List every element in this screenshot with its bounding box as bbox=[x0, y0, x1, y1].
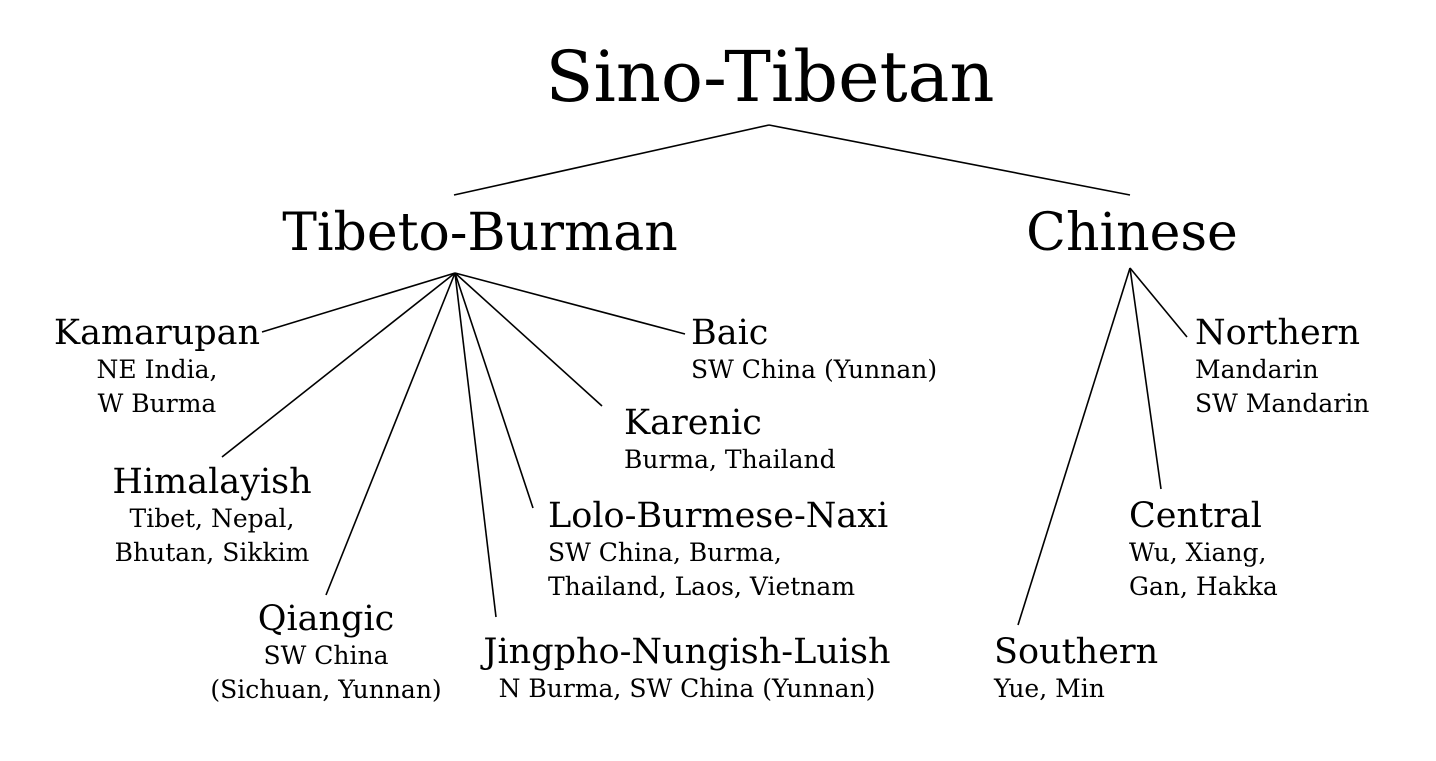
edge-tibetoburman-kamarupan bbox=[261, 272, 456, 333]
leaf-name: Himalayish bbox=[112, 462, 312, 502]
branch-label: Tibeto-Burman bbox=[282, 203, 678, 263]
edge-tibetoburman-karenic bbox=[454, 272, 603, 407]
leaf-region-line: Mandarin bbox=[1195, 355, 1319, 384]
edge-tibetoburman-lolo bbox=[454, 272, 534, 509]
edge-chinese-central bbox=[1129, 267, 1162, 490]
edge-sinotibetan-tibetoburman bbox=[453, 124, 770, 196]
leaf-name: Lolo-Burmese-Naxi bbox=[548, 496, 889, 536]
leaf-southern: Southern Yue, Min bbox=[994, 632, 1254, 706]
edge-chinese-southern bbox=[1017, 267, 1131, 626]
leaf-region-line: Tibet, Nepal, bbox=[129, 504, 295, 533]
root-node: Sino-Tibetan bbox=[520, 42, 1020, 112]
leaf-region-line: Wu, Xiang, bbox=[1129, 538, 1267, 567]
leaf-region-line: Bhutan, Sikkim bbox=[114, 538, 310, 567]
leaf-name: Jingpho-Nungish-Luish bbox=[483, 632, 891, 672]
edge-tibetoburman-himalayish bbox=[221, 272, 456, 458]
leaf-region-line: Yue, Min bbox=[994, 674, 1105, 703]
edge-chinese-northern bbox=[1129, 267, 1188, 338]
leaf-region-line: Thailand, Laos, Vietnam bbox=[548, 572, 856, 601]
leaf-northern: Northern Mandarin SW Mandarin bbox=[1195, 313, 1425, 421]
root-label: Sino-Tibetan bbox=[545, 36, 995, 118]
leaf-karenic: Karenic Burma, Thailand bbox=[624, 403, 924, 477]
leaf-central: Central Wu, Xiang, Gan, Hakka bbox=[1129, 496, 1389, 604]
leaf-jingpho-nungish-luish: Jingpho-Nungish-Luish N Burma, SW China … bbox=[432, 632, 942, 706]
leaf-region-line: SW Mandarin bbox=[1195, 389, 1370, 418]
leaf-lolo-burmese-naxi: Lolo-Burmese-Naxi SW China, Burma, Thail… bbox=[548, 496, 928, 604]
leaf-region-line: Burma, Thailand bbox=[624, 445, 836, 474]
branch-tibeto-burman: Tibeto-Burman bbox=[230, 207, 730, 259]
leaf-name: Qiangic bbox=[257, 599, 395, 639]
leaf-region-line: SW China (Yunnan) bbox=[691, 355, 938, 384]
edge-tibetoburman-baic bbox=[454, 272, 686, 335]
leaf-region-line: (Sichuan, Yunnan) bbox=[210, 675, 442, 704]
leaf-name: Southern bbox=[994, 632, 1159, 672]
leaf-himalayish: Himalayish Tibet, Nepal, Bhutan, Sikkim bbox=[62, 462, 362, 570]
leaf-region-line: SW China bbox=[263, 641, 389, 670]
edge-tibetoburman-qiangic bbox=[325, 272, 456, 596]
leaf-kamarupan: Kamarupan NE India, W Burma bbox=[2, 313, 312, 421]
leaf-baic: Baic SW China (Yunnan) bbox=[691, 313, 991, 387]
leaf-name: Kamarupan bbox=[53, 313, 261, 353]
leaf-name: Baic bbox=[691, 313, 769, 353]
leaf-qiangic: Qiangic SW China (Sichuan, Yunnan) bbox=[176, 599, 476, 707]
leaf-region-line: SW China, Burma, bbox=[548, 538, 782, 567]
branch-chinese: Chinese bbox=[982, 207, 1282, 259]
leaf-region-line: W Burma bbox=[97, 389, 217, 418]
leaf-region-line: N Burma, SW China (Yunnan) bbox=[498, 674, 876, 703]
leaf-name: Northern bbox=[1195, 313, 1361, 353]
leaf-region-line: Gan, Hakka bbox=[1129, 572, 1278, 601]
branch-label: Chinese bbox=[1026, 203, 1238, 263]
leaf-name: Karenic bbox=[624, 403, 762, 443]
leaf-region-line: NE India, bbox=[96, 355, 218, 384]
edge-sinotibetan-chinese bbox=[768, 124, 1131, 196]
leaf-name: Central bbox=[1129, 496, 1262, 536]
edge-tibetoburman-jingpho bbox=[454, 272, 497, 618]
